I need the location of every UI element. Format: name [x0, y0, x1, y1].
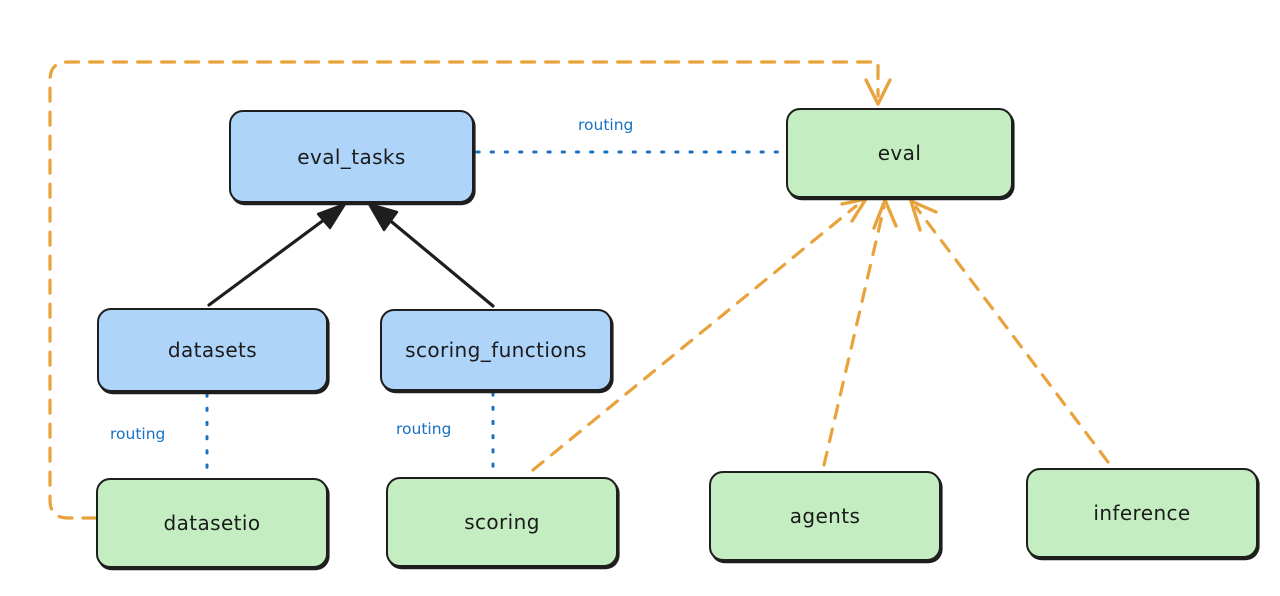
- node-label-scoring-functions: scoring_functions: [405, 338, 587, 362]
- node-agents[interactable]: agents: [709, 471, 941, 561]
- node-eval-tasks[interactable]: eval_tasks: [229, 110, 474, 203]
- edge-label-routing-eval-tasks-eval: routing: [578, 116, 634, 134]
- node-label-scoring: scoring: [464, 510, 540, 534]
- edge-datasetio-to-eval: [48, 60, 880, 520]
- node-label-datasetio: datasetio: [163, 511, 261, 535]
- node-label-eval-tasks: eval_tasks: [297, 144, 406, 169]
- arrowhead-agents-to-eval: [872, 198, 898, 230]
- node-scoring-functions[interactable]: scoring_functions: [380, 309, 612, 391]
- node-label-datasets: datasets: [167, 338, 258, 362]
- arrowhead-scoring-functions-to-eval-tasks: [367, 202, 399, 232]
- arrowhead-inference-to-eval: [909, 199, 938, 232]
- node-inference[interactable]: inference: [1026, 468, 1258, 558]
- edge-scoring-functions-to-eval-tasks: [373, 206, 495, 308]
- edge-datasets-to-eval-tasks: [207, 206, 342, 307]
- edge-label-routing-datasets-datasetio: routing: [110, 425, 166, 443]
- node-datasets[interactable]: datasets: [97, 308, 328, 392]
- arrowhead-scoring-to-eval: [840, 197, 868, 223]
- edge-inference-to-eval: [914, 205, 1110, 464]
- node-scoring[interactable]: scoring: [386, 477, 618, 567]
- arrowhead-datasets-to-eval-tasks: [316, 202, 347, 230]
- node-label-eval: eval: [877, 141, 922, 165]
- arrowhead-datasetio-to-eval: [864, 78, 892, 106]
- node-eval[interactable]: eval: [786, 108, 1013, 198]
- edge-agents-to-eval: [822, 205, 886, 467]
- edge-scoring-to-eval: [531, 204, 858, 472]
- node-datasetio[interactable]: datasetio: [96, 478, 328, 568]
- node-label-inference: inference: [1093, 501, 1191, 525]
- node-label-agents: agents: [789, 504, 861, 528]
- edge-label-routing-scoring-functions-scoring: routing: [396, 420, 452, 438]
